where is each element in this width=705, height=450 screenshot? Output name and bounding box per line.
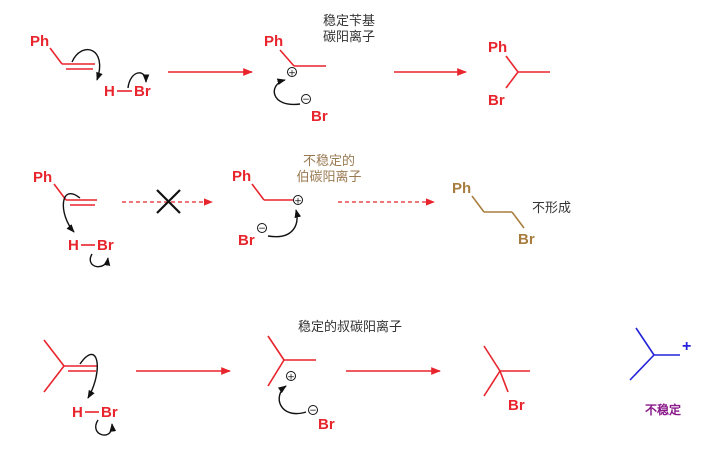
- row3-negative-charge: [308, 405, 318, 415]
- row1-bromide-attack-arrow: [273, 78, 301, 106]
- row1-product-1-bromo-1-phenylethane: Ph Br: [488, 39, 550, 109]
- row1-h-label: H: [104, 83, 115, 100]
- row1-intermediate-bond-a: [279, 49, 295, 67]
- row2-bromide-label: Br: [238, 232, 255, 249]
- row3-hbr: H Br: [72, 404, 118, 421]
- row3-product-br-label: Br: [508, 397, 525, 414]
- row3-methyl-bond-a: [43, 339, 65, 367]
- row1-pi-attack-arrow: [71, 48, 103, 81]
- row1-benzylic-cation: Ph +: [264, 33, 326, 79]
- row1-intermediate-ph-label: Ph: [264, 33, 283, 50]
- row2-intermediate-bond-a: [251, 183, 265, 201]
- row2-h-label: H: [68, 237, 79, 254]
- row1-note-line2: 碳阳离子: [323, 29, 375, 45]
- row2-product-bond-c: [511, 211, 525, 229]
- row2-ph-bond: [53, 183, 67, 201]
- row1-note-line1: 稳定苄基: [323, 13, 375, 29]
- row3-product-bond-d: [499, 370, 509, 393]
- side-unstable-cation: +: [629, 327, 691, 381]
- row1-br-label: Br: [134, 83, 151, 100]
- row3-hbr-cleave-arrow: [95, 419, 117, 436]
- row3-product-bond-a: [483, 345, 501, 372]
- row1-product-br-label: Br: [488, 92, 505, 109]
- row3-product-tert-butyl-bromide: Br: [483, 345, 530, 414]
- row1-product-ph-label: Ph: [488, 39, 507, 56]
- row1-reactant-styrene: Ph: [30, 33, 95, 70]
- row2-br-label: Br: [97, 237, 114, 254]
- row3-cation-bond-c: [267, 359, 285, 387]
- row1-bromide-label: Br: [311, 108, 328, 125]
- row1-negative-charge: [301, 94, 311, 104]
- row2-pi-attack-arrow: [62, 192, 81, 233]
- side-unstable-label: 不稳定: [645, 402, 681, 417]
- row2-product-ph-label: Ph: [452, 180, 471, 197]
- row3-minus-sign: −: [309, 406, 317, 416]
- row2-hbr-cleave-arrow: [89, 253, 111, 268]
- row2-plus-sign: +: [294, 197, 302, 207]
- row2-hbr: H Br: [68, 237, 114, 254]
- side-plus-sign: +: [682, 338, 691, 355]
- row1-plus-sign: +: [288, 69, 296, 79]
- row1-minus-sign: −: [302, 95, 310, 105]
- row2-minus-sign: −: [258, 224, 266, 234]
- row1-hbr: H Br: [104, 83, 151, 100]
- row2-reactant-styrene: Ph: [33, 169, 97, 206]
- row2-negative-charge: [257, 223, 267, 233]
- row2-product-bond-a: [471, 195, 485, 213]
- row3-h-label: H: [72, 404, 83, 421]
- row3-reactant-isobutene: [43, 339, 98, 393]
- row2-note-line1: 不稳定的: [303, 153, 355, 169]
- row2-product-br-label: Br: [518, 231, 535, 248]
- row1-product-bond-c: [505, 71, 519, 89]
- row3-bromide-attack-arrow: [277, 385, 307, 415]
- row2-positive-charge: [293, 195, 303, 205]
- row2-bromide-attack-arrow: [267, 209, 302, 238]
- row1-hbr-cleave-arrow: [127, 72, 150, 89]
- row3-br-label: Br: [101, 404, 118, 421]
- row2-note-line2: 伯碳阳离子: [296, 169, 361, 185]
- row3-bromide-label: Br: [318, 416, 335, 433]
- row2-product-not-formed: Ph Br: [452, 180, 535, 248]
- side-bond-c: [629, 354, 655, 381]
- row2-cross-mark-b: [156, 189, 181, 214]
- row1-positive-charge: [287, 67, 297, 77]
- row3-methyl-bond-b: [43, 365, 65, 393]
- row1-product-bond-a: [505, 55, 519, 73]
- row2-not-formed-note: 不形成: [532, 201, 571, 216]
- row3-plus-sign: +: [287, 373, 295, 383]
- row3-pi-attack-arrow: [79, 353, 98, 399]
- row3-cation-bond-a: [267, 335, 285, 361]
- row2-intermediate-ph-label: Ph: [232, 168, 251, 185]
- row3-tertiary-cation: +: [267, 335, 316, 387]
- row2-primary-cation: Ph +: [232, 168, 303, 207]
- side-bond-a: [635, 327, 655, 356]
- row3-product-bond-c: [483, 370, 501, 397]
- row1-reactant-ph-label: Ph: [30, 33, 49, 50]
- row3-positive-charge: [286, 371, 296, 381]
- row2-reactant-ph-label: Ph: [33, 169, 52, 186]
- row3-note: 稳定的叔碳阳离子: [298, 319, 402, 335]
- row1-ph-bond: [49, 47, 63, 65]
